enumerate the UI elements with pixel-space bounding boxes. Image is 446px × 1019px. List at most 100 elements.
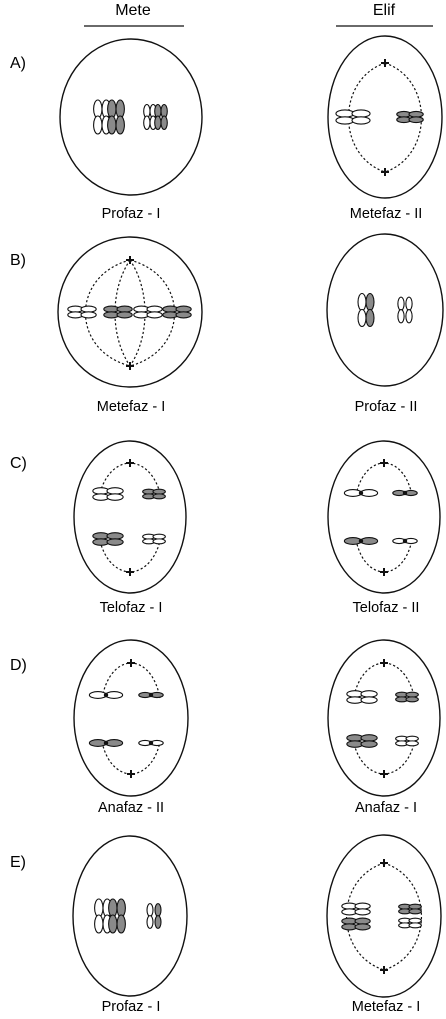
prophase-i-cell-icon — [59, 38, 203, 196]
chromatid-arm — [354, 908, 371, 916]
cell-membrane — [72, 835, 188, 997]
chromatid-arm — [106, 487, 124, 495]
centromere-dot — [148, 692, 154, 698]
cell-membrane — [326, 834, 442, 998]
spindle-fibers — [355, 462, 413, 573]
chromatid-arm — [365, 308, 375, 328]
chromosome — [146, 903, 154, 929]
centriole-plus-icon — [380, 459, 388, 467]
chromosome — [341, 902, 371, 916]
chromatid-arm — [160, 115, 168, 131]
chromosome — [346, 690, 378, 704]
centriole-plus-icon — [381, 168, 389, 176]
option-label-a: A) — [10, 55, 26, 72]
chromatid-arm — [175, 311, 192, 319]
chromatid-arm — [146, 311, 163, 319]
chromosome — [346, 734, 378, 748]
centromere-dot — [358, 490, 364, 496]
chromatid-arm — [116, 914, 126, 934]
chromosome — [357, 292, 367, 328]
column-heading-mete: Mete — [115, 2, 151, 19]
chromatid-arm — [93, 115, 103, 135]
chromatid-arm — [94, 898, 104, 918]
chromatid-arm — [106, 493, 124, 501]
spindle-fibers — [98, 462, 162, 573]
chromatid-arm — [154, 915, 162, 929]
metaphase-ii-cell-icon — [327, 35, 443, 199]
chromatid-arm — [357, 308, 367, 328]
option-label-b: B) — [10, 252, 26, 269]
centriole-plus-icon — [126, 459, 134, 467]
chromatid-arm — [408, 116, 424, 124]
chromatid-arm — [108, 914, 118, 934]
chromosome — [343, 537, 379, 545]
caption-d-mete: Anafaz - II — [98, 800, 164, 816]
chromatid-arm — [116, 898, 126, 918]
caption-e-elif: Metefaz - I — [352, 999, 421, 1015]
centromere-dot — [358, 538, 364, 544]
caption-d-elif: Anafaz - I — [355, 800, 417, 816]
option-label-e: E) — [10, 854, 26, 871]
chromatid-arm — [80, 305, 97, 313]
caption-a-elif: Metefaz - II — [350, 206, 423, 222]
chromatid-arm — [335, 109, 355, 118]
caption-e-mete: Profaz - I — [102, 999, 161, 1015]
chromatid-arm — [360, 690, 378, 698]
chromatid-arm — [115, 99, 125, 119]
chromosome — [92, 487, 124, 501]
spindle-fibers — [352, 662, 416, 775]
chromatid-arm — [108, 898, 118, 918]
chromosome — [103, 305, 133, 319]
centriole-plus-icon — [127, 770, 135, 778]
caption-b-mete: Metefaz - I — [97, 399, 166, 415]
chromatid-arm — [94, 914, 104, 934]
centriole-plus-icon — [381, 59, 389, 67]
cell-membrane — [327, 35, 443, 199]
chromatid-arm — [365, 292, 375, 312]
chromosome — [154, 103, 168, 131]
spindle-fibers — [85, 259, 175, 367]
chromatid-arm — [354, 923, 371, 931]
chromatid-arm — [351, 116, 371, 125]
telophase-ii-cell-icon — [327, 440, 441, 594]
chromosome — [162, 305, 192, 319]
chromatid-arm — [335, 116, 355, 125]
caption-b-elif: Profaz - II — [355, 399, 418, 415]
chromosome — [405, 296, 413, 324]
anaphase-i-cell-icon — [327, 639, 441, 797]
centromere-dot — [402, 490, 408, 496]
chromatid-arm — [146, 305, 163, 313]
centromere-dot — [402, 538, 408, 544]
caption-c-elif: Telofaz - II — [353, 600, 420, 616]
centriole-plus-icon — [380, 770, 388, 778]
chromatid-arm — [116, 305, 133, 313]
chromatid-arm — [408, 922, 422, 929]
chromatid-arm — [397, 296, 405, 311]
option-label-c: C) — [10, 455, 27, 472]
column-heading-elif: Elif — [373, 2, 396, 19]
chromosome — [335, 109, 371, 125]
chromosome — [396, 110, 424, 124]
chromatid-arm — [106, 538, 124, 546]
chromatid-arm — [405, 309, 413, 324]
chromatid-arm — [360, 696, 378, 704]
chromosome — [92, 532, 124, 546]
chromosome — [341, 917, 371, 931]
spindle-fibers — [101, 662, 161, 775]
chromatid-arm — [408, 110, 424, 118]
chromosome — [395, 735, 419, 747]
chromosome — [143, 103, 157, 131]
chromosome — [365, 292, 375, 328]
centromere-dot — [148, 740, 154, 746]
centriole-plus-icon — [126, 568, 134, 576]
chromatid-arm — [360, 740, 378, 748]
caption-c-mete: Telofaz - I — [100, 600, 163, 616]
metaphase-i-cell-icon — [326, 834, 442, 998]
chromosome — [107, 99, 125, 135]
chromatid-arm — [405, 696, 419, 703]
chromosome — [142, 488, 166, 500]
chromosome — [138, 691, 164, 699]
chromosome — [343, 489, 379, 497]
cell-membrane — [327, 440, 441, 594]
